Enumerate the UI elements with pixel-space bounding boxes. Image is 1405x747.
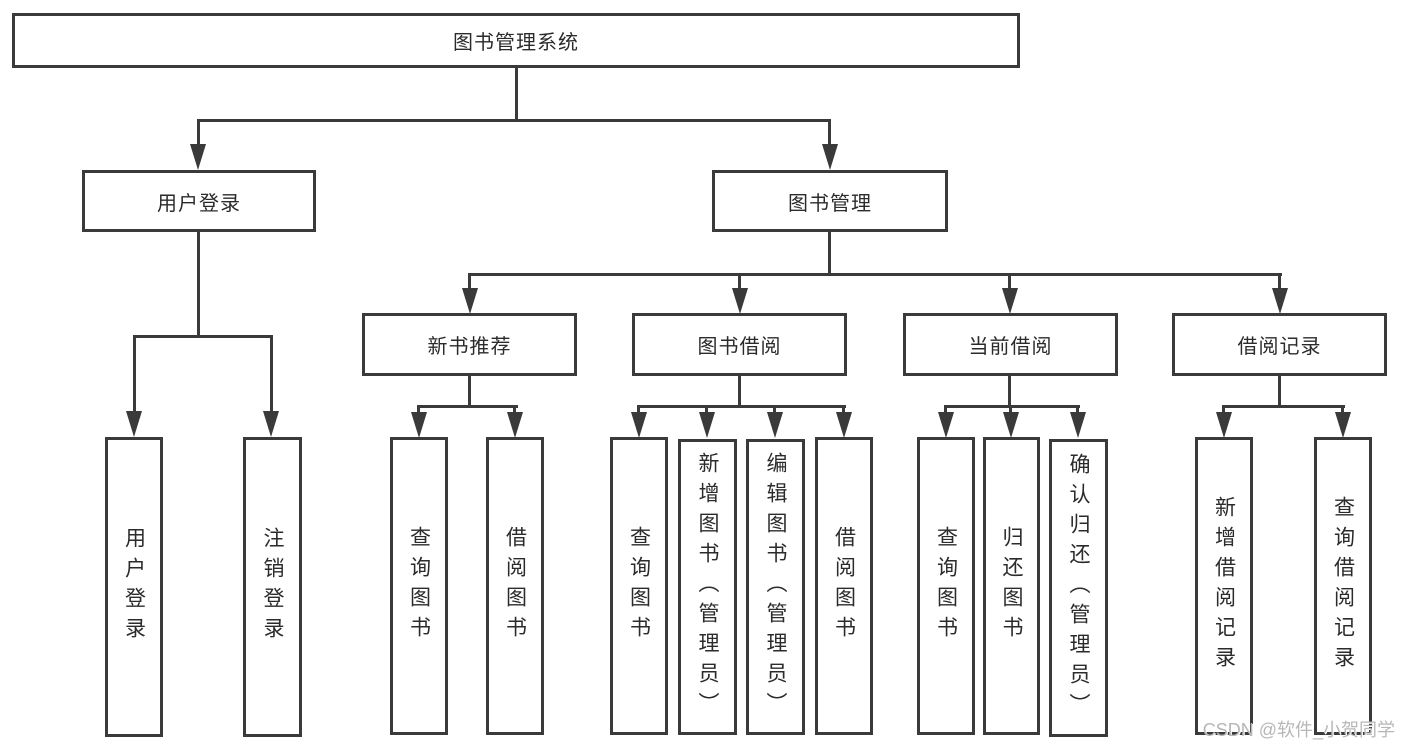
node-label: 当前借阅 [968,336,1053,358]
arrow-down-icon [507,412,523,438]
connector-line [1009,405,1012,413]
node-cb-query-books: 查询图书 [917,437,975,735]
node-label: 图书借阅 [697,336,782,358]
node-label: 查询图书 [627,526,651,646]
connector-line [828,119,831,146]
arrow-down-icon [836,412,852,438]
arrow-down-icon [411,412,427,438]
node-logout: 注销登录 [243,437,302,737]
arrow-down-icon [1003,412,1019,438]
arrow-down-icon [1002,288,1018,314]
arrow-down-icon [732,288,748,314]
node-library-management-system: 图书管理系统 [12,13,1020,68]
connector-line [468,273,471,289]
connector-line [637,405,846,408]
connector-line [513,405,516,413]
node-user-login-action: 用户登录 [105,437,163,737]
connector-line [773,405,776,413]
connector-line [1222,405,1345,408]
connector-line [133,335,273,338]
node-borrowing-records: 借阅记录 [1172,313,1387,376]
connector-line [1076,405,1079,413]
arrow-down-icon [631,412,647,438]
connector-line [270,335,273,413]
connector-line [828,232,831,273]
node-bb-borrow-books: 借阅图书 [815,437,873,735]
node-nbr-borrow-books: 借阅图书 [486,437,544,735]
arrow-down-icon [1070,412,1086,438]
connector-line [738,376,741,405]
connector-line [944,405,947,413]
arrow-down-icon [1272,288,1288,314]
arrow-down-icon [822,144,838,170]
arrow-down-icon [767,412,783,438]
connector-line [515,68,518,119]
node-book-management: 图书管理 [712,170,948,232]
node-label: 查询图书 [934,526,958,646]
node-label: 新书推荐 [427,336,512,358]
node-bb-edit-books-admin: 编辑图书（管理员） [746,439,805,735]
node-bb-add-books-admin: 新增图书（管理员） [678,439,737,735]
arrow-down-icon [190,144,206,170]
connector-line [1341,405,1344,413]
node-current-borrowing: 当前借阅 [903,313,1118,376]
node-label: 编辑图书（管理员） [764,452,787,722]
connector-line [197,119,831,122]
connector-line [944,405,1080,408]
node-label: 用户登录 [157,192,241,215]
connector-line [1278,376,1281,405]
node-br-add-borrow-record: 新增借阅记录 [1195,437,1253,735]
connector-line [1008,273,1011,289]
arrow-down-icon [1335,412,1351,438]
node-label: 新增图书（管理员） [696,452,719,722]
connector-line [1222,405,1225,413]
node-label: 借阅图书 [503,526,527,646]
connector-line [468,273,1282,276]
connector-line [197,232,200,335]
node-user-login: 用户登录 [82,170,316,232]
arrow-down-icon [699,412,715,438]
arrow-down-icon [126,411,142,437]
node-new-book-recommendation: 新书推荐 [362,313,577,376]
node-label: 注销登录 [261,527,284,647]
node-cb-return-books: 归还图书 [983,437,1040,735]
node-label: 图书管理 [788,192,872,215]
arrow-down-icon [462,288,478,314]
node-label: 确认归还（管理员） [1067,453,1090,723]
connector-line [1008,376,1011,405]
node-book-borrowing: 图书借阅 [632,313,847,376]
node-label: 借阅图书 [832,526,856,646]
node-label: 借阅记录 [1237,336,1322,358]
node-label: 图书管理系统 [453,32,579,54]
node-cb-confirm-return-admin: 确认归还（管理员） [1049,439,1108,737]
connector-line [738,273,741,289]
connector-line [468,376,471,405]
connector-line [417,405,518,408]
connector-line [133,335,136,413]
node-label: 新增借阅记录 [1212,496,1236,676]
node-label: 查询借阅记录 [1331,496,1355,676]
node-label: 查询图书 [407,526,431,646]
node-nbr-query-books: 查询图书 [390,437,448,735]
arrow-down-icon [938,412,954,438]
connector-line [705,405,708,413]
node-label: 归还图书 [1000,526,1023,646]
node-label: 用户登录 [122,527,146,647]
arrow-down-icon [1216,412,1232,438]
connector-line [842,405,845,413]
connector-line [417,405,420,413]
connector-line [637,405,640,413]
arrow-down-icon [263,411,279,437]
node-bb-query-books: 查询图书 [610,437,668,735]
csdn-watermark: CSDN @软件_小贺同学 [1202,720,1395,740]
node-br-query-borrow-record: 查询借阅记录 [1314,437,1372,735]
connector-line [1278,273,1281,289]
connector-line [197,119,200,146]
